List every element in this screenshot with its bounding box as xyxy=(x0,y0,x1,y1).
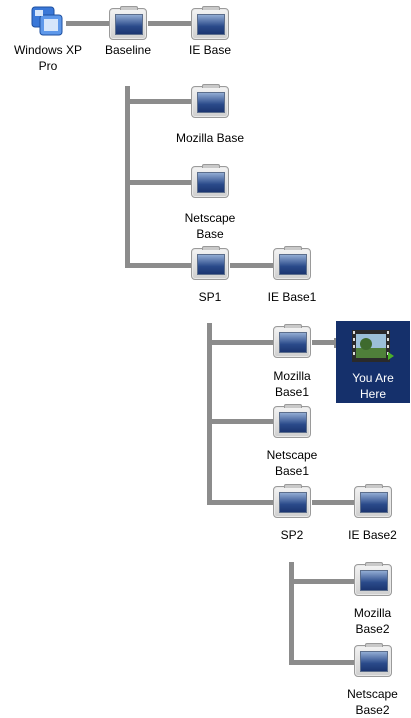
snapshot-icon xyxy=(191,8,229,40)
node-label: IE Base1 xyxy=(252,289,332,305)
node-netscape-base[interactable]: Netscape Base xyxy=(170,160,250,244)
snapshot-icon xyxy=(273,248,311,280)
node-label: SP2 xyxy=(252,527,332,543)
node-label: Mozilla Base xyxy=(165,130,255,146)
node-label: Netscape Base1 xyxy=(252,447,332,479)
snapshot-icon xyxy=(354,645,392,677)
node-label: Windows XP Pro xyxy=(0,42,96,74)
node-label: Mozilla Base1 xyxy=(252,368,332,400)
node-netscape-base1[interactable]: Netscape Base1 xyxy=(252,400,332,484)
node-label: IE Base xyxy=(170,42,250,58)
snapshot-icon xyxy=(273,486,311,518)
node-label: Netscape Base xyxy=(170,210,250,242)
connector xyxy=(125,86,130,268)
node-label: Mozilla Base2 xyxy=(334,605,411,637)
snapshot-icon xyxy=(191,166,229,198)
node-ie-base[interactable]: IE Base xyxy=(170,0,250,70)
node-baseline[interactable]: Baseline xyxy=(88,0,168,70)
connector xyxy=(207,323,212,505)
snapshot-icon xyxy=(109,8,147,40)
node-label: You Are Here xyxy=(336,370,410,402)
node-sp1[interactable]: SP1 xyxy=(170,242,250,312)
node-label: IE Base2 xyxy=(334,527,411,543)
snapshot-icon xyxy=(273,326,311,358)
snapshot-icon xyxy=(191,248,229,280)
node-ie-base2[interactable]: IE Base2 xyxy=(334,480,411,550)
snapshot-icon xyxy=(191,86,229,118)
connector xyxy=(289,562,294,664)
windows-xp-icon xyxy=(30,3,66,39)
node-label: SP1 xyxy=(170,289,250,305)
node-label: Baseline xyxy=(88,42,168,58)
snapshot-icon xyxy=(354,486,392,518)
snapshot-icon xyxy=(273,406,311,438)
node-sp2[interactable]: SP2 xyxy=(252,480,332,550)
node-mozilla-base[interactable]: Mozilla Base xyxy=(165,80,255,150)
node-windows-xp[interactable]: Windows XP Pro xyxy=(0,0,96,84)
node-label: Netscape Base2 xyxy=(334,686,411,718)
snapshot-icon xyxy=(354,564,392,596)
node-netscape-base2[interactable]: Netscape Base2 xyxy=(334,639,411,718)
node-ie-base1[interactable]: IE Base1 xyxy=(252,242,332,312)
node-mozilla-base1[interactable]: Mozilla Base1 xyxy=(252,320,332,404)
you-are-here-icon xyxy=(352,330,394,362)
node-mozilla-base2[interactable]: Mozilla Base2 xyxy=(334,558,411,642)
